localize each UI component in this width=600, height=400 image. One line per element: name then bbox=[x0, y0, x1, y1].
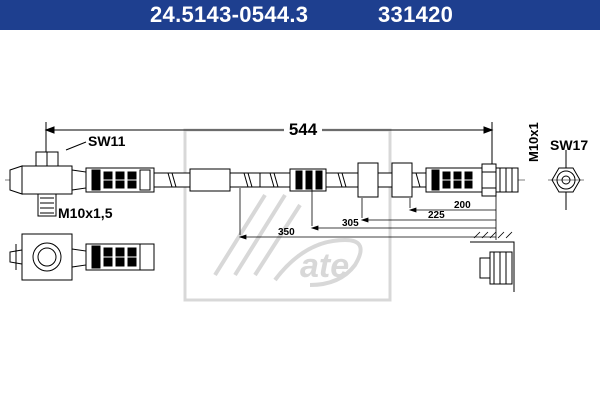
hex-end-view bbox=[548, 150, 584, 210]
thread-size-right: M10x1 bbox=[526, 122, 541, 162]
dimension-200: 200 bbox=[454, 200, 471, 211]
right-hex-fitting bbox=[481, 163, 519, 197]
left-crimp-sleeve bbox=[85, 167, 155, 193]
part-number: 24.5143-0544.3 bbox=[150, 2, 309, 27]
header-banner: 24.5143-0544.3 331420 bbox=[0, 0, 600, 30]
sub-dimensions bbox=[238, 188, 497, 240]
dimension-305: 305 bbox=[342, 218, 359, 229]
thread-size-left: M10x1,5 bbox=[58, 205, 113, 221]
wrench-size-left: SW11 bbox=[88, 133, 126, 149]
technical-drawing: ate 544 SW11 M10x1,5 bbox=[5, 120, 588, 302]
dimension-350: 350 bbox=[278, 227, 295, 238]
left-banjo-fitting bbox=[9, 151, 87, 217]
right-section-view bbox=[470, 231, 515, 292]
left-side-view bbox=[9, 233, 155, 281]
dimension-225: 225 bbox=[428, 210, 445, 221]
wrench-size-right: SW17 bbox=[550, 137, 588, 153]
catalog-code: 331420 bbox=[378, 2, 454, 27]
right-crimp-sleeve bbox=[425, 167, 483, 193]
logo-text: ate bbox=[300, 247, 349, 285]
overall-length-label: 544 bbox=[289, 120, 318, 139]
brake-hose bbox=[153, 162, 427, 198]
ate-logo-watermark: ate bbox=[183, 128, 392, 302]
